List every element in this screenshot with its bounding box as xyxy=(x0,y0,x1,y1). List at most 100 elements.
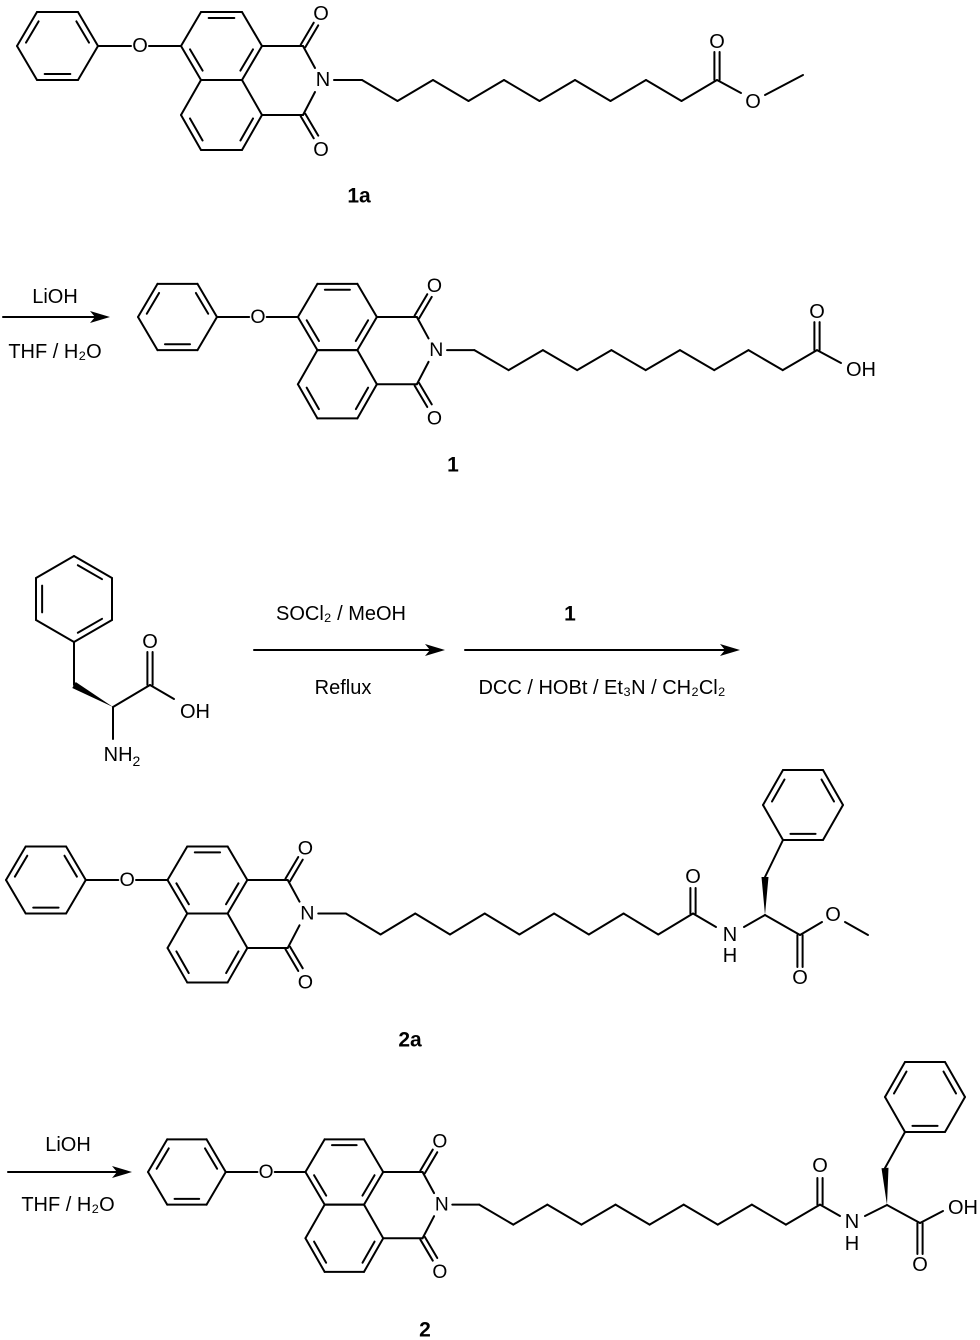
c2-naphthalene-ring-upper-bond xyxy=(363,1171,385,1206)
c1a-phenoxy-ring-bond xyxy=(16,45,38,81)
c1a-naphthalene-ring-lower-inner-double-bond xyxy=(188,117,204,142)
c2-amide-nitrogen-text: N xyxy=(845,1211,859,1233)
c2a-phenoxy-ring-bond xyxy=(5,845,27,881)
step3-reagents: 1 DCC / HOBt / Et₃N / CH₂Cl₂ xyxy=(478,603,725,700)
c1-phenoxy-ring-inner-double-bond xyxy=(145,291,161,315)
c2-phenoxy-ring-bond xyxy=(205,1171,227,1206)
step1-reagent-below: THF / H₂O xyxy=(8,341,101,363)
alkyl-chain-bond xyxy=(379,912,417,936)
bond xyxy=(716,79,742,94)
bond xyxy=(884,1131,906,1169)
c1-hydroxyl-text: OH xyxy=(846,359,876,381)
c2-naphthalene-ring-lower-bond xyxy=(304,1237,326,1273)
c2-phenoxy-ring-bond xyxy=(147,1171,169,1206)
phe-carbonyl-oxygen-text: O xyxy=(142,631,158,653)
c2a-imide-nitrogen: N xyxy=(300,902,314,924)
alkyl-chain-bond xyxy=(622,912,660,936)
c2-imide-nitrogen-text: N xyxy=(435,1194,449,1215)
compound-label-1: 1 xyxy=(447,454,459,477)
c2a-benzyl-ring-bond xyxy=(762,804,784,841)
compound-label-2: 2 xyxy=(419,1319,431,1340)
phe-ring-bond xyxy=(35,555,75,579)
c1-naphthalene-ring-upper-inner-double-bond xyxy=(305,319,320,343)
imide-carbonyl xyxy=(288,858,304,883)
c1a-phenoxy-ring-inner-double-bond xyxy=(24,20,40,44)
alkyl-chain-bond xyxy=(546,1203,583,1226)
c2a-benzyl-ring-bond xyxy=(822,804,844,841)
c2a-phenoxy-ring-bond xyxy=(5,879,27,915)
c2a-ester-carbonyl-oxygen: O xyxy=(792,967,808,989)
c1-ether-oxygen-text: O xyxy=(250,306,265,328)
bond xyxy=(302,91,316,116)
c1a-naphthalene-ring-lower-bond xyxy=(241,79,263,116)
alkyl-chain-bond xyxy=(644,349,681,372)
c2-amide-oxygen-text: O xyxy=(812,1155,828,1177)
c2a-amide-oxygen-text: O xyxy=(685,866,701,888)
c1-naphthalene-ring-lower-inner-double-bond xyxy=(354,386,370,411)
c2-naphthalene-ring-upper-inner-double-bond xyxy=(313,1174,328,1197)
phe-amine-text: NH xyxy=(104,744,133,766)
c1-naphthalene-ring-lower-inner-double-bond xyxy=(305,386,320,411)
step2-reagent-below: Reflux xyxy=(315,677,372,699)
phe-hydroxyl-text: OH xyxy=(180,701,210,723)
c2a-imide-oxygen-top: O xyxy=(298,837,313,859)
alkyl-chain-bond xyxy=(467,79,505,102)
c2-imide-oxygen-bottom-text: O xyxy=(432,1261,447,1282)
c1-imide-oxygen-bottom-text: O xyxy=(427,407,442,429)
c2-naphthalene-ring-lower-bond xyxy=(363,1203,385,1240)
alkyl-chain-bond xyxy=(396,79,434,102)
c2a-naphthalene-ring-lower-inner-double-bond xyxy=(175,950,190,975)
step4-reagents: LiOH THF / H₂O xyxy=(21,1134,114,1216)
phe-hydroxyl: OH xyxy=(180,701,210,723)
bond xyxy=(286,879,301,903)
c1a-naphthalene-ring-upper-bond xyxy=(180,45,202,81)
c1a-imide-oxygen-bottom: O xyxy=(313,139,329,161)
c2a-naphthalene-ring-lower-bond xyxy=(166,912,189,949)
c2a-naphthalene-ring-upper-inner-double-bond xyxy=(175,882,190,906)
c2a-imide-oxygen-bottom: O xyxy=(298,971,313,993)
bond xyxy=(415,316,430,340)
bond xyxy=(764,839,784,878)
c1-naphthalene-ring-upper-bond xyxy=(296,282,319,318)
alkyl-chain-bond xyxy=(478,1203,515,1226)
step2-reagent-above: SOCl₂ / MeOH xyxy=(276,603,406,625)
imide-carbonyl xyxy=(413,384,429,409)
alkyl-chain-bond xyxy=(448,912,486,936)
c1a-phenoxy-ring-bond xyxy=(16,11,38,47)
c2a-benzyl-ring-bond xyxy=(762,769,784,806)
c1-naphthalene-ring-lower-bond xyxy=(296,383,319,420)
bond xyxy=(743,914,766,928)
c2a-naphthalene-ring-lower-bond xyxy=(226,946,249,984)
phe-ring-bond xyxy=(73,619,113,643)
arrow-head xyxy=(425,644,445,656)
c2-hydroxyl: OH xyxy=(948,1197,978,1219)
c2-benzyl-ring-bond xyxy=(944,1061,966,1098)
c2-naphthalene-ring-lower-bond xyxy=(304,1203,326,1240)
stereo-wedge xyxy=(881,1167,889,1205)
imide-carbonyl xyxy=(423,1151,439,1175)
imide-carbonyl xyxy=(418,381,433,406)
c2a-ether-oxygen: O xyxy=(119,869,134,891)
c1-imide-oxygen-top-text: O xyxy=(427,275,442,297)
c2a-phenoxy-ring-inner-double-bond xyxy=(13,854,29,878)
c2a-ester-oxygen-text: O xyxy=(825,904,841,926)
bond xyxy=(286,924,301,949)
c2-imide-oxygen-top-text: O xyxy=(432,1131,447,1152)
c2-naphthalene-ring-upper-inner-double-bond xyxy=(361,1174,376,1197)
c1a-ether-oxygen: O xyxy=(132,35,148,57)
c2a-naphthalene-ring-lower-bond xyxy=(166,946,189,984)
c2-naphthalene-ring-upper-bond xyxy=(304,1171,326,1206)
c1-carbonyl-oxygen-text: O xyxy=(809,301,825,323)
c1a-naphthalene-ring-upper-inner-double-bond xyxy=(188,48,204,72)
bond xyxy=(764,914,801,936)
bond xyxy=(799,921,823,936)
c1-imide-oxygen-top: O xyxy=(427,275,442,297)
c1-ether-oxygen: O xyxy=(250,306,265,328)
phe-carbonyl-oxygen: O xyxy=(142,631,158,653)
alkyl-chain-bond xyxy=(473,349,510,372)
phe-ring-inner-double-bond xyxy=(76,564,104,581)
c2a-phenoxy-ring-bond xyxy=(65,845,87,881)
